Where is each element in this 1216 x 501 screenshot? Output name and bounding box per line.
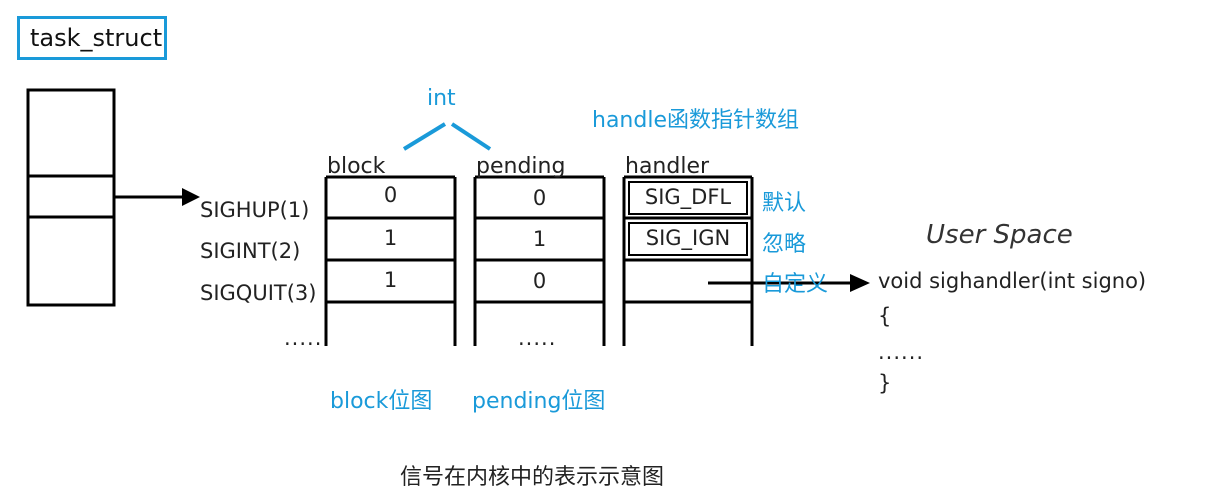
block-bitmap-label: block位图 (330, 389, 433, 414)
handler-value-boxes (628, 181, 748, 256)
signal-label: SIGQUIT(3) (200, 281, 317, 305)
handler-note: 默认 (762, 191, 807, 216)
signals-ellipsis: ..... (284, 326, 323, 350)
handler-note: 忽略 (762, 232, 807, 257)
user-code-line: } (878, 371, 892, 395)
user-code-line: void sighandler(int signo) (878, 269, 1147, 293)
signal-label: SIGINT(2) (200, 239, 301, 263)
int-bracket (402, 122, 492, 151)
block-cell-value: 0 (383, 183, 398, 207)
handler-cell-value: SIG_DFL (644, 185, 732, 209)
task-struct-box (26, 88, 116, 307)
handler-cell-value: SIG_IGN (645, 226, 731, 250)
pending-cell-value: 0 (532, 269, 547, 293)
user-code-line: ...... (878, 340, 925, 364)
pending-bitmap-label: pending位图 (472, 389, 606, 414)
handler-column-header: handler (625, 154, 710, 179)
int-annotation: int (427, 86, 456, 111)
handler-to-userspace-arrow (708, 274, 870, 292)
pending-table (473, 175, 606, 346)
pending-cell-value: 0 (532, 186, 547, 210)
handler-table (622, 175, 754, 346)
handler-note: 自定义 (762, 272, 829, 297)
block-cell-value: 1 (383, 268, 398, 292)
task-struct-label: task_struct (17, 16, 167, 60)
signal-label: SIGHUP(1) (200, 198, 310, 222)
pending-cell-value: 1 (532, 227, 547, 251)
block-cell-value: 1 (383, 226, 398, 250)
task-to-signals-arrow (114, 188, 200, 206)
user-space-title: User Space (926, 220, 1073, 250)
pending-ellipsis: ..... (518, 326, 557, 350)
user-code-line: { (878, 304, 892, 328)
pending-column-header: pending (476, 154, 566, 179)
block-column-header: block (327, 154, 386, 179)
block-table (324, 175, 457, 346)
figure-caption: 信号在内核中的表示示意图 (400, 465, 665, 490)
handler-array-annotation: handle函数指针数组 (592, 108, 799, 133)
